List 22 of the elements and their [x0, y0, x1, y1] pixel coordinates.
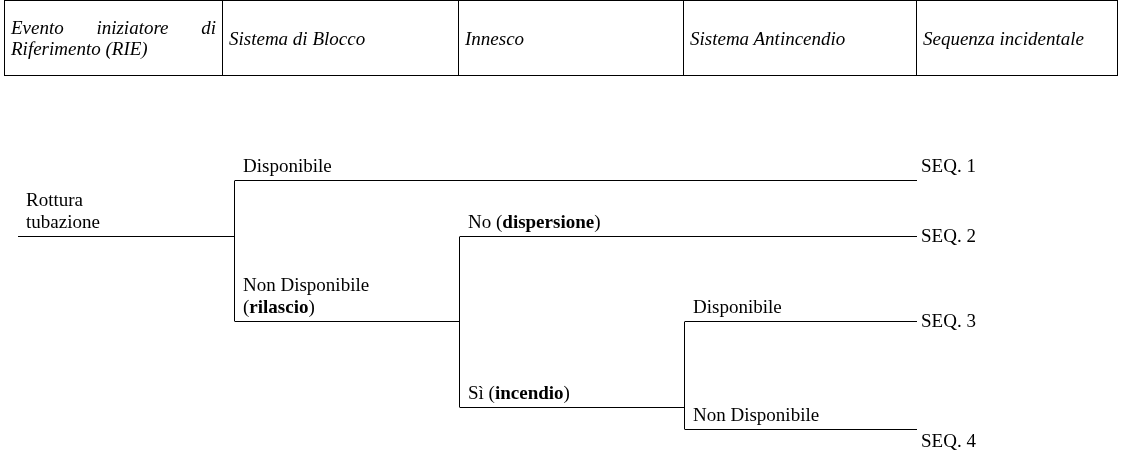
branch-label: Non Disponibile (rilascio)	[243, 274, 371, 318]
branch-line	[459, 321, 460, 408]
sequence-label: SEQ. 4	[921, 430, 976, 452]
column-header: Innesco	[458, 0, 684, 76]
branch-line	[234, 180, 235, 237]
branch-line	[459, 236, 460, 322]
branch-line	[684, 407, 685, 430]
branch-label: Sì (incendio)	[468, 382, 570, 404]
column-header: Evento iniziatore di Riferimento (RIE)	[4, 0, 223, 76]
sequence-label: SEQ. 3	[921, 310, 976, 332]
sequence-label: SEQ. 2	[921, 225, 976, 247]
branch-label: Non Disponibile	[693, 404, 820, 426]
branch-line	[234, 236, 235, 322]
branch-label: Disponibile	[693, 296, 782, 318]
branch-label: No (dispersione)	[468, 211, 601, 233]
column-header: Sequenza incidentale	[916, 0, 1118, 76]
column-header: Sistema di Blocco	[222, 0, 459, 76]
branch-label: Rottura tubazione	[26, 189, 101, 233]
branch-line	[684, 321, 685, 408]
column-header: Sistema Antincendio	[683, 0, 917, 76]
branch-label: Disponibile	[243, 155, 332, 177]
sequence-label: SEQ. 1	[921, 155, 976, 177]
